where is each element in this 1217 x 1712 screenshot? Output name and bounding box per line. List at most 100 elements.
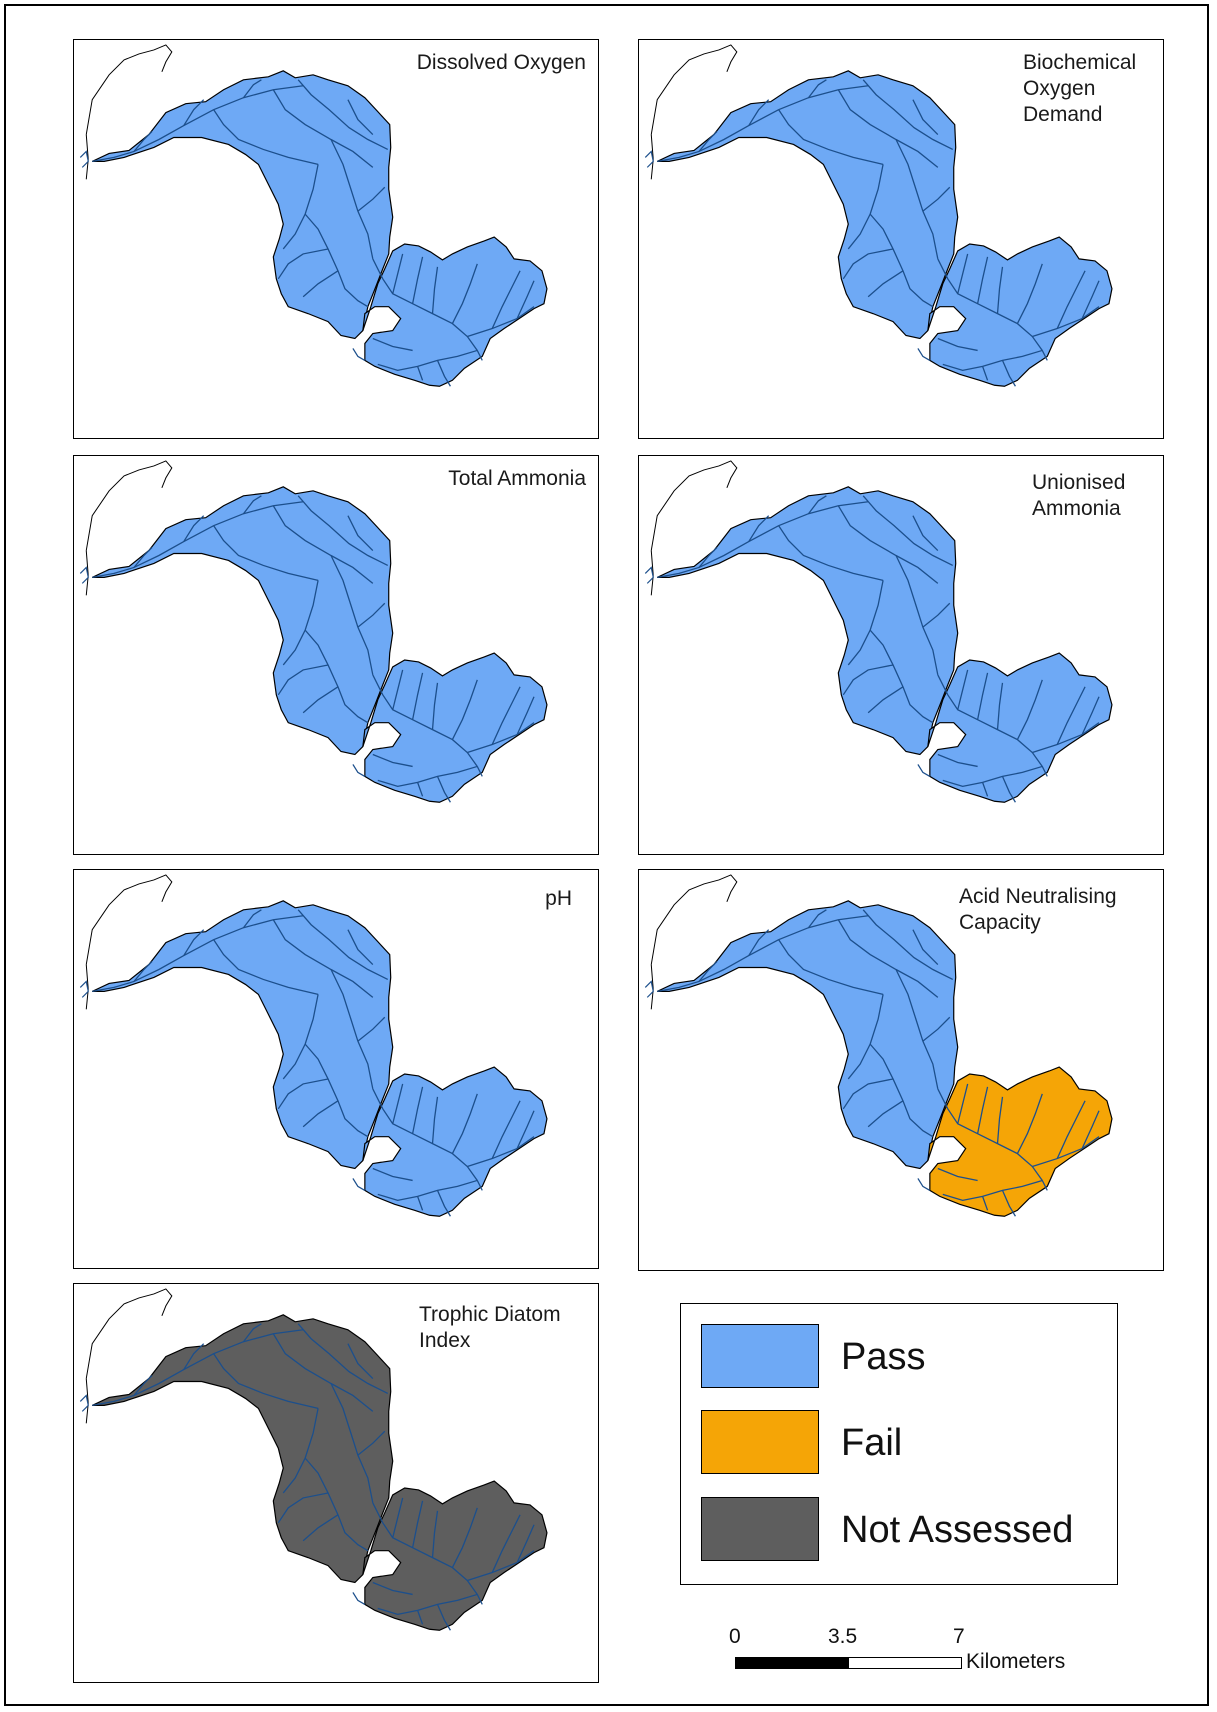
stream-line <box>242 1323 262 1343</box>
lower-subcatchment <box>362 652 548 803</box>
stream-line <box>272 505 374 584</box>
stream-line <box>347 929 374 965</box>
catchment-map <box>644 44 1113 387</box>
stream-line <box>451 1507 478 1568</box>
stream-line <box>976 256 989 304</box>
stream-line <box>357 1016 386 1042</box>
stream-line <box>996 1096 1004 1144</box>
stream-line <box>748 99 770 126</box>
map-panel-ph: pH <box>73 869 599 1269</box>
stream-line <box>377 1593 478 1616</box>
stream-line <box>372 1581 413 1596</box>
stream-line <box>213 1353 319 1410</box>
upper-subcatchment <box>656 900 959 1170</box>
upper-subcatchment <box>91 70 394 340</box>
stream-line <box>698 131 718 152</box>
stream-line <box>1056 1100 1086 1159</box>
upper-subcatchment <box>656 486 959 756</box>
stream-line <box>183 515 205 542</box>
stream-line <box>302 270 339 298</box>
stream-line <box>862 79 954 151</box>
stream-line <box>436 360 451 387</box>
stream-line <box>957 253 969 294</box>
stream-line <box>411 1500 424 1548</box>
stream-line <box>416 366 424 381</box>
stream-line <box>431 266 439 314</box>
estuary-line <box>79 980 89 998</box>
stream-line <box>778 939 884 996</box>
stream-line <box>377 349 478 372</box>
estuary-line <box>644 980 654 998</box>
scale-tick-label: 3.5 <box>828 1625 858 1648</box>
stream-line <box>330 555 374 676</box>
stream-line <box>778 109 884 166</box>
catchment-map <box>79 1288 548 1631</box>
stream-line <box>330 139 374 260</box>
stream-line <box>357 602 386 628</box>
catchment-map <box>79 874 548 1217</box>
stream-line <box>213 525 319 582</box>
stream-line <box>436 1190 451 1217</box>
stream-line <box>937 1167 978 1182</box>
stream-line <box>372 1167 413 1182</box>
stream-line <box>467 722 535 754</box>
stream-line <box>922 1016 951 1042</box>
stream-line <box>516 1524 535 1563</box>
stream-line <box>942 765 1043 788</box>
stream-line <box>183 1343 205 1370</box>
stream-line <box>981 1196 989 1211</box>
stream-line <box>347 1343 374 1379</box>
stream-line <box>1056 686 1086 745</box>
stream-line <box>778 525 884 582</box>
scale-segment-white <box>848 1657 962 1669</box>
lower-subcatchment <box>927 236 1113 387</box>
stream-line <box>304 1043 369 1138</box>
stream-line <box>277 1492 329 1524</box>
lower-subcatchment <box>362 236 548 387</box>
stream-line <box>837 505 939 584</box>
stream-line <box>1016 679 1043 740</box>
upper-subcatchment <box>91 1314 394 1584</box>
stream-line <box>392 1497 404 1538</box>
stream-line <box>937 1088 1048 1191</box>
stream-line <box>942 1179 1043 1202</box>
map-panel-acid-neutralising-capacity: Acid Neutralising Capacity <box>638 869 1164 1271</box>
stream-line <box>133 131 153 152</box>
scale-bar: 0 3.5 7 Kilometers <box>720 1625 1140 1685</box>
stream-line <box>392 253 404 294</box>
stream-line <box>272 89 374 168</box>
stream-line <box>304 1457 369 1552</box>
stream-line <box>491 1100 521 1159</box>
stream-line <box>976 672 989 720</box>
stream-line <box>411 672 424 720</box>
catchment-map <box>79 460 548 803</box>
catchment-map <box>79 44 548 387</box>
catchment-group <box>79 44 548 387</box>
stream-line <box>912 515 939 551</box>
stream-line <box>981 366 989 381</box>
panel-title: Biochemical Oxygen Demand <box>1023 51 1137 126</box>
scale-unit-label: Kilometers <box>966 1650 1066 1673</box>
stream-line <box>491 270 521 329</box>
stream-line <box>867 686 904 714</box>
stream-line <box>867 1100 904 1128</box>
stream-line <box>1032 1136 1100 1168</box>
stream-line <box>748 929 770 956</box>
stream-line <box>431 682 439 730</box>
stream-line <box>277 664 329 696</box>
stream-line <box>272 919 374 998</box>
stream-line <box>895 969 939 1090</box>
legend-item-pass: Pass <box>701 1324 1101 1390</box>
stream-line <box>516 280 535 319</box>
stream-line <box>917 348 931 361</box>
stream-line <box>352 1592 366 1605</box>
lower-subcatchment <box>927 652 1113 803</box>
stream-line <box>467 306 535 338</box>
stream-line <box>451 1093 478 1154</box>
stream-line <box>807 79 827 99</box>
stream-line <box>981 782 989 797</box>
scale-tick-label: 0 <box>729 1625 741 1648</box>
stream-line <box>302 1514 339 1542</box>
catchment-group <box>79 1288 548 1631</box>
upper-subcatchment <box>91 486 394 756</box>
